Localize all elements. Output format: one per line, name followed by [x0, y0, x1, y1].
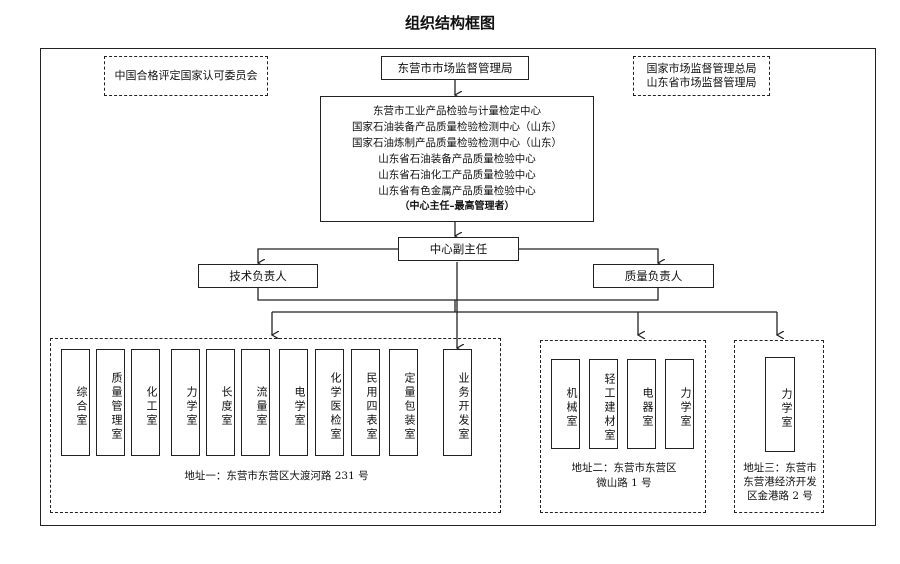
room-packaging: 定量包装室: [389, 349, 418, 456]
center-line-2: 国家石油装备产品质量检验检测中心（山东）: [352, 121, 562, 133]
site1-group: 综合室 质量管理室 化工室 力学室 长度室 流量室 电学室 化学医检室 民用四表…: [50, 338, 501, 513]
room-chemical: 化工室: [131, 349, 160, 456]
room-electrical: 电学室: [279, 349, 308, 456]
site3-address: 地址三：东营市 东营港经济开发 区金港路 2 号: [735, 461, 825, 503]
site3-address-line-1: 地址三：东营市: [743, 462, 817, 474]
center-line-6: 山东省有色金属产品质量检验中心: [378, 185, 536, 197]
room-mechanics: 力学室: [171, 349, 200, 456]
room-civil-meters: 民用四表室: [351, 349, 380, 456]
site2-group: 机械室 轻工建材室 电器室 力学室 地址二：东营市东营区 微山路 1 号: [540, 340, 706, 513]
room-general: 综合室: [61, 349, 90, 456]
center-line-4: 山东省石油装备产品质量检验中心: [378, 153, 536, 165]
room-quality-mgmt: 质量管理室: [96, 349, 125, 456]
regulator-line-1: 国家市场监督管理总局: [646, 62, 757, 75]
site3-address-line-3: 区金港路 2 号: [747, 490, 813, 502]
site2-address-line-1: 地址二：东营市东营区: [571, 462, 677, 474]
room-flow: 流量室: [241, 349, 270, 456]
center-director-label: （中心主任–最高管理者）: [399, 201, 515, 212]
regulator-line-2: 山东省市场监督管理局: [646, 76, 757, 89]
diagram-title: 组织结构框图: [404, 14, 495, 32]
center-box: 东营市工业产品检验与计量检定中心 国家石油装备产品质量检验检测中心（山东） 国家…: [320, 96, 594, 222]
site1-address: 地址一：东营市东营区大渡河路 231 号: [184, 470, 369, 482]
cnas-note: 中国合格评定国家认可委员会: [104, 56, 268, 96]
site3-group: 力学室 地址三：东营市 东营港经济开发 区金港路 2 号: [734, 340, 824, 513]
room-light-industry: 轻工建材室: [589, 359, 618, 449]
arrow-deputy-to-tech: [258, 248, 398, 263]
room-mechanics-3: 力学室: [765, 357, 795, 452]
center-line-1: 东营市工业产品检验与计量检定中心: [373, 105, 541, 117]
tech-lead-box: 技术负责人: [198, 264, 318, 288]
quality-lead-box: 质量负责人: [593, 264, 714, 288]
outer-frame: [40, 48, 876, 526]
room-chem-medical: 化学医检室: [315, 349, 344, 456]
top-authority-box: 东营市市场监督管理局: [381, 56, 529, 80]
site2-address-line-2: 微山路 1 号: [596, 477, 652, 489]
room-length: 长度室: [206, 349, 235, 456]
center-line-5: 山东省石油化工产品质量检验中心: [378, 169, 536, 181]
site2-address: 地址二：东营市东营区 微山路 1 号: [541, 461, 707, 491]
deputy-box: 中心副主任: [398, 237, 519, 261]
room-mechanics-2: 力学室: [665, 359, 694, 449]
arrow-deputy-to-quality: [519, 248, 658, 263]
site3-address-line-2: 东营港经济开发: [743, 476, 817, 488]
leads-bus: [257, 288, 659, 301]
regulator-note: 国家市场监督管理总局 山东省市场监督管理局: [633, 56, 770, 96]
room-appliance: 电器室: [627, 359, 656, 449]
room-business-dev: 业务开发室: [443, 349, 472, 456]
center-line-3: 国家石油炼制产品质量检验检测中心（山东）: [352, 137, 562, 149]
room-machinery: 机械室: [551, 359, 580, 449]
